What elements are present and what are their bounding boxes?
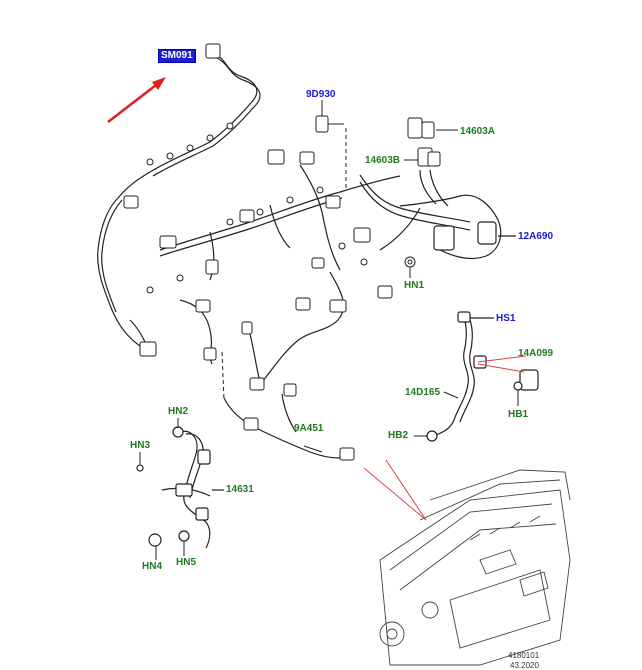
callout-14603a[interactable]: 14603A [460, 126, 496, 137]
harness-14631 [136, 426, 224, 549]
callout-hn5[interactable]: HN5 [176, 557, 197, 568]
harness-connectors [123, 43, 393, 461]
callout-9d930[interactable]: 9D930 [306, 89, 336, 100]
callout-hs1[interactable]: HS1 [496, 313, 516, 324]
dashed-leader [221, 351, 225, 401]
callout-hb1[interactable]: HB1 [508, 409, 529, 420]
relay-blocks [404, 117, 458, 167]
harness-12a690 [399, 169, 516, 260]
red-leader-14a099 [477, 355, 527, 373]
red-leader-engine [363, 459, 427, 521]
callout-hn3[interactable]: HN3 [130, 440, 151, 451]
callout-hb2[interactable]: HB2 [388, 430, 409, 441]
callout-hn1[interactable]: HN1 [404, 280, 425, 291]
callout-9a451[interactable]: 9A451 [294, 423, 324, 434]
nut-hn1 [404, 256, 416, 278]
callout-sm091[interactable]: SM091 [158, 49, 196, 63]
callout-14a099[interactable]: 14A099 [518, 348, 554, 359]
sensor-harness-group [426, 311, 539, 442]
callout-leaders [139, 100, 519, 560]
engine-block-illustration [379, 469, 571, 666]
pointer-arrow [107, 77, 166, 123]
callout-14d165[interactable]: 14D165 [405, 387, 441, 398]
callout-14631[interactable]: 14631 [226, 484, 254, 495]
illustration-ref-number: 4180101 [508, 651, 540, 660]
sensor-9d930 [315, 106, 344, 133]
illustration-date: 43.2020 [510, 661, 539, 670]
callout-hn4[interactable]: HN4 [142, 561, 163, 572]
callout-14603b[interactable]: 14603B [365, 155, 401, 166]
callout-hn2[interactable]: HN2 [168, 406, 189, 417]
callout-12a690[interactable]: 12A690 [518, 231, 554, 242]
